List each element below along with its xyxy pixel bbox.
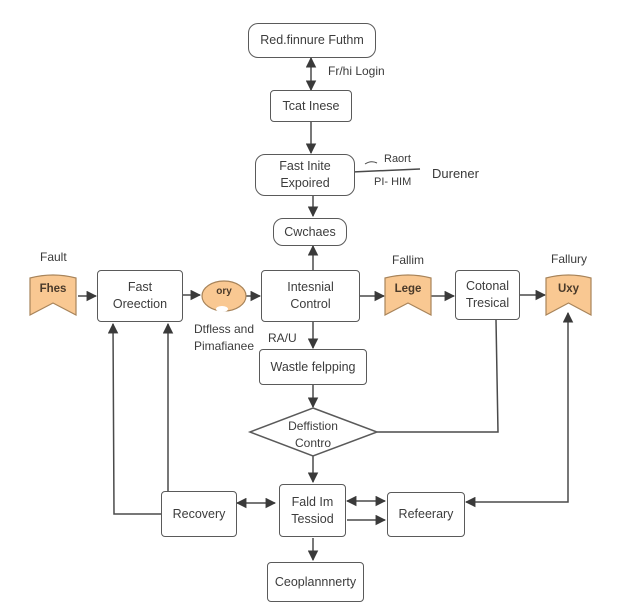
node-cotonal-line2: Tresical bbox=[465, 296, 510, 310]
node-decision-line2: Contro bbox=[294, 436, 332, 451]
tag-uixy-title: Fallury bbox=[551, 252, 588, 266]
label-login: Fr/hi Login bbox=[328, 64, 385, 78]
tag-logs-shape[interactable] bbox=[384, 274, 432, 316]
oval-text: ory bbox=[216, 286, 232, 297]
line-recovery-detection-left bbox=[107, 322, 161, 515]
node-fast-info-line2: Expoired bbox=[280, 176, 330, 190]
label-pihm: PI- HIM bbox=[374, 176, 412, 188]
oval-notch bbox=[216, 306, 228, 312]
tag-flies-shape[interactable] bbox=[29, 274, 77, 316]
tag-logs-text: Lege bbox=[394, 283, 422, 295]
node-deployment[interactable]: Ceoplannnerty bbox=[267, 562, 364, 602]
tag-flies-text: Fhes bbox=[39, 283, 67, 295]
node-fald-in[interactable]: Fald Im Tessiod bbox=[279, 484, 346, 537]
node-cwchaes[interactable]: Cwchaes bbox=[273, 218, 347, 246]
node-test[interactable]: Tcat Inese bbox=[270, 90, 352, 122]
node-fault-detection-line2: Oreection bbox=[112, 297, 168, 311]
node-top[interactable]: Red.finnure Futhm bbox=[248, 23, 376, 58]
tag-flies-title: Fault bbox=[40, 250, 67, 264]
node-decision-label: Deffistion Contro bbox=[263, 418, 363, 453]
line-decision-cotonal bbox=[377, 319, 499, 433]
tag-uixy-text: Uxy bbox=[557, 283, 580, 295]
label-durener: Durener bbox=[432, 166, 479, 181]
node-wastle[interactable]: Wastle felpping bbox=[259, 349, 367, 385]
node-fast-info-line1: Fast Inite bbox=[279, 159, 331, 174]
label-diffless: Dtfless and Pimafianee bbox=[186, 321, 262, 356]
report-line bbox=[351, 168, 421, 173]
tag-logs-title: Fallim bbox=[392, 253, 424, 267]
node-internal-control-line1: Intesnial bbox=[287, 280, 334, 295]
label-raiu: RA/U bbox=[268, 331, 297, 345]
decision-diamond[interactable] bbox=[247, 407, 380, 457]
label-report: Raort bbox=[384, 153, 411, 165]
node-fald-in-line1: Fald Im bbox=[291, 494, 334, 509]
node-cotonal-line1: Cotonal bbox=[465, 279, 510, 294]
label-diffless-line1: Dtfless and bbox=[193, 322, 255, 336]
node-recovery[interactable]: Recovery bbox=[161, 491, 237, 537]
node-decision-line1: Deffistion bbox=[288, 419, 338, 433]
label-diffless-line2: Pimafianee bbox=[193, 339, 255, 354]
tag-uixy-shape[interactable] bbox=[545, 274, 592, 316]
node-internal-control-line2: Control bbox=[290, 297, 331, 311]
node-fault-detection-line1: Fast bbox=[127, 280, 153, 295]
node-fald-in-line2: Tessiod bbox=[291, 511, 334, 526]
node-refeerary[interactable]: Refeerary bbox=[387, 492, 465, 537]
line-uixy-refeerary bbox=[464, 311, 574, 508]
